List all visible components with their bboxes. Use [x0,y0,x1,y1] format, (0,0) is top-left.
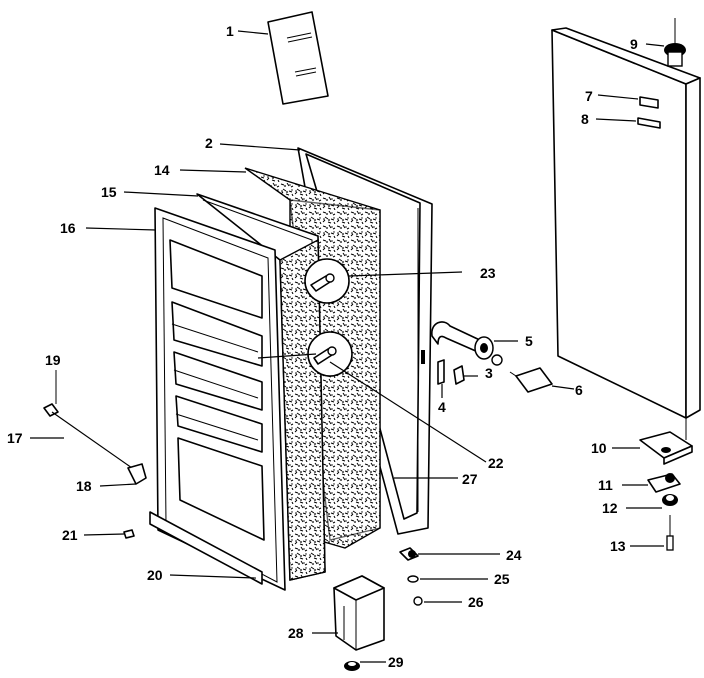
hinge-pin [437,359,445,398]
callout-label-15: 15 [101,184,117,200]
callout-label-23: 23 [480,265,496,281]
callout-label-6: 6 [575,382,583,398]
callout-label-10: 10 [591,440,607,456]
callout-label-19: 19 [45,352,61,368]
callout-label-16: 16 [60,220,76,236]
callout-label-11: 11 [598,477,613,493]
callout-label-24: 24 [506,547,522,563]
nut [491,354,503,366]
callout-label-21: 21 [62,527,78,543]
callout-label-8: 8 [581,111,589,127]
lock-cylinder [509,367,575,393]
screw-callout-22 [257,331,487,463]
hinge-bushing [626,494,678,509]
bottom-hinge-pin [399,547,500,561]
bottom-trim-strip [149,511,263,585]
top-hinge-cap [645,18,686,67]
callout-label-13: 13 [610,538,626,554]
callout-label-5: 5 [525,333,533,349]
callout-label-9: 9 [630,36,638,52]
callout-label-25: 25 [494,571,510,587]
callout-label-17: 17 [7,430,23,446]
hinge-bracket [622,473,681,493]
small-screw [83,529,135,539]
callout-label-29: 29 [388,654,404,670]
callout-label-26: 26 [468,594,484,610]
door-clip [453,365,478,385]
inner-door-liner [85,207,286,591]
callout-label-1: 1 [226,23,234,39]
hinge-plate [612,431,693,465]
handle-bracket [431,321,518,360]
rod-assembly [30,370,147,487]
hinge-screw [630,515,674,551]
hinge-cover [312,575,385,651]
outer-door-skin [551,27,701,419]
callout-label-3: 3 [485,365,493,381]
callout-label-18: 18 [76,478,92,494]
callout-label-20: 20 [147,567,163,583]
callout-label-14: 14 [154,162,170,178]
callout-label-4: 4 [438,399,446,415]
leveling-foot [344,661,386,671]
retaining-screw [413,596,462,606]
callout-label-7: 7 [585,88,593,104]
screw-callout-23 [304,258,463,304]
manual-booklet [237,11,329,105]
callout-label-28: 28 [288,625,304,641]
callout-label-2: 2 [205,135,213,151]
callout-label-22: 22 [488,455,504,471]
callout-label-12: 12 [602,500,618,516]
washer [407,575,488,583]
callout-label-27: 27 [462,471,478,487]
